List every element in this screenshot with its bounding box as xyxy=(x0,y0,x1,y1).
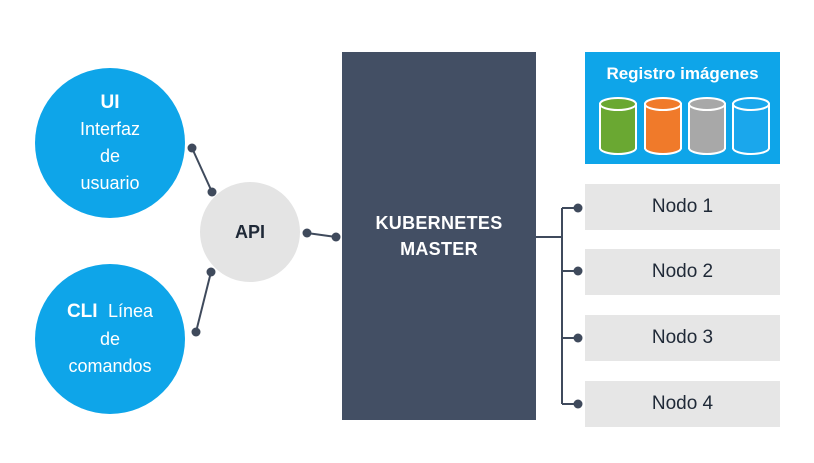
node-box: Nodo 3 xyxy=(585,315,780,361)
kubernetes-master-box: KUBERNETES MASTER xyxy=(342,52,536,420)
node-label: Nodo 3 xyxy=(651,327,714,348)
cli-line: de xyxy=(99,329,121,349)
ui-line: de xyxy=(99,146,121,166)
connector-dot xyxy=(573,266,583,276)
api-circle: API xyxy=(200,182,300,282)
database-cylinder-icon xyxy=(599,97,637,155)
connector-dot xyxy=(573,203,583,213)
registry-title: Registro imágenes xyxy=(606,64,759,83)
cli-client-circle: CLI Línea de comandos xyxy=(35,264,185,414)
connector-dot xyxy=(207,187,217,197)
node-label: Nodo 2 xyxy=(651,261,714,282)
node-box: Nodo 4 xyxy=(585,381,780,427)
ui-line: usuario xyxy=(80,173,140,193)
node-box: Nodo 2 xyxy=(585,249,780,295)
master-line1: KUBERNETES xyxy=(375,213,503,233)
ui-api-connector xyxy=(191,147,213,193)
cli-line: comandos xyxy=(68,356,152,376)
node-label: Nodo 1 xyxy=(651,196,714,217)
api-master-connector xyxy=(306,232,337,238)
connector-dot xyxy=(573,333,583,343)
node-box: Nodo 1 xyxy=(585,184,780,230)
api-label: API xyxy=(234,221,265,242)
connector-dot xyxy=(331,232,341,242)
ui-client-circle: UI Interfaz de usuario xyxy=(35,68,185,218)
ui-title: UI xyxy=(100,92,120,113)
cli-title: CLI xyxy=(66,301,98,322)
image-registry-box: Registro imágenes xyxy=(585,52,780,164)
cli-title-row: CLI Línea xyxy=(67,298,153,326)
ui-line: Interfaz xyxy=(79,119,141,139)
connector-dot xyxy=(302,228,312,238)
master-line2: MASTER xyxy=(400,239,478,259)
connector-dot xyxy=(187,143,197,153)
database-cylinder-icon xyxy=(732,97,770,155)
cli-api-connector xyxy=(195,271,212,333)
connector-dot xyxy=(206,267,216,277)
node-label: Nodo 4 xyxy=(651,393,714,414)
cli-title-rest: Línea xyxy=(108,301,154,321)
database-cylinder-icon xyxy=(688,97,726,155)
connector-dot xyxy=(573,399,583,409)
registry-cylinders xyxy=(599,97,770,155)
database-cylinder-icon xyxy=(644,97,682,155)
connector-dot xyxy=(191,327,201,337)
